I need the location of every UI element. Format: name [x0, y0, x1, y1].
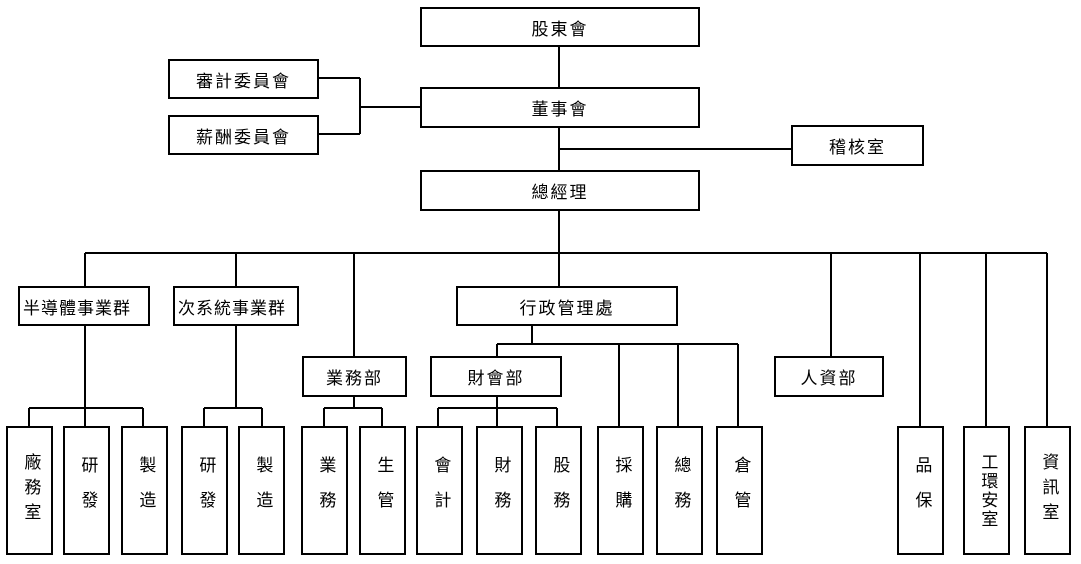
accounting-box: 會計: [416, 426, 463, 555]
semi-mfg-label: 製造: [135, 455, 156, 526]
production-control-box: 生管: [359, 426, 406, 555]
shareholders-box: 股東會: [420, 7, 700, 47]
plant-office-label: 廠務室: [20, 453, 41, 528]
sub-rd-label: 研發: [195, 455, 216, 526]
board-box: 董事會: [420, 87, 700, 128]
compensation-committee-label: 薪酬委員會: [196, 127, 291, 148]
stock-affairs-box: 股務: [535, 426, 582, 555]
sub-rd-box: 研發: [181, 426, 228, 555]
general-manager-label: 總經理: [531, 183, 589, 203]
subsystem-group-label: 次系統事業群: [178, 298, 286, 319]
it-office-box: 資訊室: [1024, 426, 1071, 555]
sales-box: 業務: [301, 426, 348, 555]
internal-audit-box: 稽核室: [791, 125, 924, 166]
it-office-label: 資訊室: [1038, 453, 1059, 528]
shareholders-label: 股東會: [531, 19, 589, 40]
compensation-committee-box: 薪酬委員會: [168, 115, 319, 155]
semiconductor-group-label: 半導體事業群: [23, 298, 131, 319]
subsystem-group-box: 次系統事業群: [173, 286, 299, 326]
sub-mfg-label: 製造: [252, 455, 273, 526]
quality-assurance-label: 品保: [911, 455, 932, 526]
ehs-office-box: 工環安室: [963, 426, 1010, 555]
quality-assurance-box: 品保: [897, 426, 944, 555]
accounting-label: 會計: [430, 455, 451, 526]
sales-dept-box: 業務部: [302, 356, 407, 397]
sales-dept-label: 業務部: [326, 369, 383, 389]
semi-rd-box: 研發: [63, 426, 110, 555]
plant-office-box: 廠務室: [6, 426, 53, 555]
finance-dept-label: 財會部: [467, 369, 525, 389]
warehouse-label: 倉管: [730, 455, 751, 526]
procurement-box: 採購: [597, 426, 644, 555]
audit-committee-box: 審計委員會: [168, 59, 319, 99]
general-affairs-label: 總務: [670, 455, 691, 526]
general-affairs-box: 總務: [656, 426, 703, 555]
procurement-label: 採購: [611, 455, 632, 526]
hr-dept-label: 人資部: [800, 369, 858, 389]
finance-dept-box: 財會部: [430, 356, 562, 397]
finance-box: 財務: [476, 426, 523, 555]
sales-label: 業務: [315, 455, 336, 526]
general-manager-box: 總經理: [420, 170, 700, 211]
semi-rd-label: 研發: [77, 455, 98, 526]
sub-mfg-box: 製造: [238, 426, 285, 555]
stock-affairs-label: 股務: [549, 455, 570, 526]
semiconductor-group-box: 半導體事業群: [18, 286, 150, 326]
hr-dept-box: 人資部: [774, 356, 884, 397]
warehouse-box: 倉管: [716, 426, 763, 555]
admin-division-label: 行政管理處: [519, 298, 615, 319]
audit-committee-label: 審計委員會: [196, 71, 291, 92]
finance-label: 財務: [490, 455, 511, 526]
semi-mfg-box: 製造: [121, 426, 168, 555]
ehs-office-label: 工環安室: [977, 452, 998, 529]
internal-audit-label: 稽核室: [829, 138, 886, 158]
board-label: 董事會: [531, 100, 589, 120]
production-control-label: 生管: [373, 455, 394, 526]
admin-division-box: 行政管理處: [456, 286, 678, 326]
